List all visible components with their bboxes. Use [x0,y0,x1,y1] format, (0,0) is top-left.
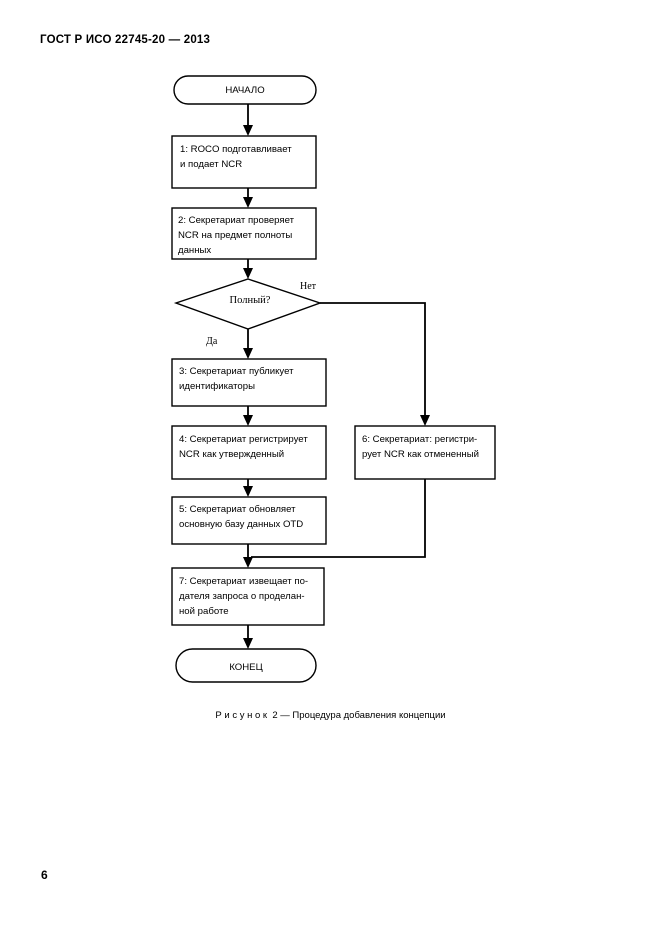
flow-node-step-2-line-1: 2: Секретариат проверяет [178,215,295,226]
flow-node-step-6-line-1: 6: Секретариат: регистри- [362,434,477,445]
flow-node-step-6: 6: Секретариат: регистри- рует NCR как о… [354,425,496,480]
connector-step6-to-merge [251,479,426,558]
flow-node-start-label: НАЧАЛО [225,85,264,96]
flow-node-step-2-line-2: NCR на предмет полноты [178,230,292,241]
decision-branch-label-yes: Да [206,336,218,347]
page-number: 6 [41,868,48,882]
flow-node-step-4-line-1: 4: Секретариат регистрирует [179,434,308,445]
connector-decision-no-to-step6 [320,302,430,426]
flow-node-step-1-line-2: и подает NCR [180,159,242,170]
document-header-standard-number: ГОСТ Р ИСО 22745-20 — 2013 [40,34,211,46]
flowchart-diagram: НАЧАЛО 1: ROCO подготавливает и подает N… [171,75,496,683]
flow-node-step-7-line-3: ной работе [179,606,229,617]
flow-node-step-7-line-2: дателя запроса о проделан- [179,591,305,602]
flow-node-step-7-line-1: 7: Секретариат извещает по- [179,576,308,587]
figure-caption: Р и с у н о к 2 — Процедура добавления к… [215,710,446,721]
connector-step7-to-end [243,625,253,649]
flow-node-decision: Полный? [173,278,323,330]
decision-branch-label-no: Нет [300,281,317,292]
flow-node-step-1-line-1: 1: ROCO подготавливает [180,144,292,155]
connector-step5-to-step7 [243,544,253,568]
flow-node-step-5-line-2: основную базу данных OTD [179,519,303,530]
flow-node-step-1: 1: ROCO подготавливает и подает NCR [171,135,317,189]
flow-node-end: КОНЕЦ [175,648,317,683]
connector-step4-to-step5 [243,479,253,497]
flow-node-step-3-line-1: 3: Секретариат публикует [179,366,294,377]
flow-node-step-4-line-2: NCR как утвержденный [179,449,284,460]
flow-node-step-7: 7: Секретариат извещает по- дателя запро… [171,567,325,626]
connector-start-to-step1 [243,103,253,136]
flow-node-step-6-line-2: рует NCR как отмененный [362,449,479,460]
flow-node-start: НАЧАЛО [173,75,317,105]
connector-decision-yes-to-step3 [243,329,253,359]
connector-step1-to-step2 [243,188,253,208]
flow-node-step-3-line-2: идентификаторы [179,381,255,392]
flow-node-step-5-line-1: 5: Секретариат обновляет [179,504,296,515]
flow-node-end-label: КОНЕЦ [229,662,262,673]
connector-step3-to-step4 [243,406,253,426]
flow-node-step-2-line-3: данных [178,245,211,256]
connector-step2-to-decision [243,259,253,279]
flow-node-step-5: 5: Секретариат обновляет основную базу д… [171,496,327,545]
flow-node-decision-label: Полный? [230,295,271,306]
flow-node-step-2: 2: Секретариат проверяет NCR на предмет … [171,207,317,260]
flow-node-step-3: 3: Секретариат публикует идентификаторы [171,358,327,407]
flow-node-step-4: 4: Секретариат регистрирует NCR как утве… [171,425,327,480]
